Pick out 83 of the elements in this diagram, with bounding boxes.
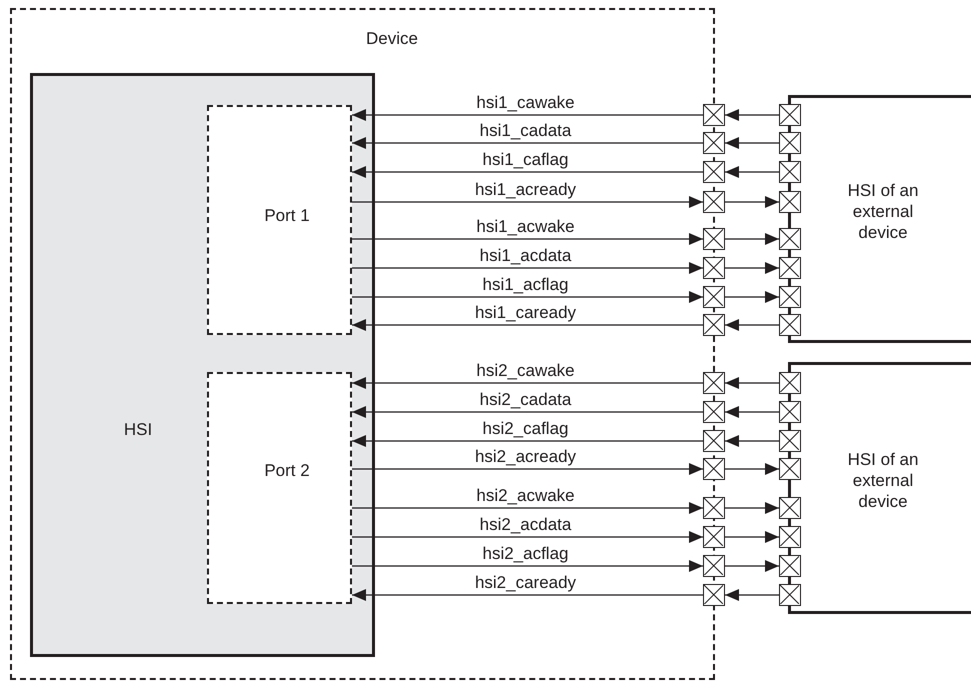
- pad-box: [779, 458, 801, 480]
- pad-box: [703, 497, 725, 519]
- pad-box: [779, 584, 801, 606]
- hsi-label: HSI: [122, 419, 154, 440]
- signal-arrow: [352, 531, 703, 543]
- signal-arrow: [725, 166, 779, 178]
- signal-arrow: [725, 262, 779, 274]
- pad-box: [779, 257, 801, 279]
- pad-box: [779, 497, 801, 519]
- signal-arrow: [352, 262, 703, 274]
- signal-arrow: [352, 377, 703, 389]
- pad-box: [779, 314, 801, 336]
- signal-arrow: [725, 233, 779, 245]
- pad-box: [779, 372, 801, 394]
- hsi-block: [30, 73, 375, 657]
- signal-label: hsi1_acdata: [478, 246, 574, 265]
- pad-box: [703, 430, 725, 452]
- signal-arrow: [352, 589, 703, 601]
- signal-arrow: [725, 589, 779, 601]
- pad-box: [779, 161, 801, 183]
- external-device-box: [788, 362, 971, 614]
- external-device-label: HSI of an external device: [846, 449, 920, 512]
- pad-box: [703, 286, 725, 308]
- pad-box: [779, 104, 801, 126]
- signal-label: hsi1_acflag: [480, 275, 570, 294]
- signal-arrow: [725, 109, 779, 121]
- signal-arrow: [725, 137, 779, 149]
- signal-label: hsi2_acflag: [480, 544, 570, 563]
- signal-arrow: [352, 291, 703, 303]
- signal-label: hsi2_caflag: [480, 419, 570, 438]
- pad-box: [779, 286, 801, 308]
- pad-box: [703, 132, 725, 154]
- signal-label: hsi1_cadata: [478, 121, 574, 140]
- signal-arrow: [352, 463, 703, 475]
- pad-box: [779, 191, 801, 213]
- pad-box: [703, 526, 725, 548]
- pad-box: [703, 555, 725, 577]
- signal-arrow: [725, 531, 779, 543]
- signal-arrow: [352, 233, 703, 245]
- pad-box: [703, 458, 725, 480]
- pad-box: [703, 104, 725, 126]
- pad-box: [779, 228, 801, 250]
- signal-arrow: [725, 319, 779, 331]
- signal-label: hsi2_acdata: [478, 515, 574, 534]
- external-device-box: [788, 95, 971, 343]
- signal-arrow: [352, 196, 703, 208]
- signal-arrow: [352, 406, 703, 418]
- signal-arrow: [352, 109, 703, 121]
- pad-box: [703, 372, 725, 394]
- pad-box: [703, 257, 725, 279]
- signal-arrow: [352, 502, 703, 514]
- signal-arrow: [352, 435, 703, 447]
- pad-box: [703, 314, 725, 336]
- signal-arrow: [725, 291, 779, 303]
- signal-arrow: [725, 502, 779, 514]
- signal-label: hsi2_cadata: [478, 390, 574, 409]
- signal-arrow: [725, 463, 779, 475]
- signal-arrow: [352, 137, 703, 149]
- pad-box: [703, 584, 725, 606]
- external-device-label: HSI of an external device: [846, 180, 920, 243]
- signal-arrow: [352, 319, 703, 331]
- signal-arrow: [725, 560, 779, 572]
- pad-box: [779, 132, 801, 154]
- pad-box: [703, 228, 725, 250]
- pad-box: [703, 161, 725, 183]
- signal-arrow: [725, 377, 779, 389]
- pad-box: [779, 526, 801, 548]
- port-box: [207, 372, 352, 604]
- pad-box: [779, 555, 801, 577]
- signal-arrow: [352, 560, 703, 572]
- pad-box: [703, 401, 725, 423]
- pad-box: [779, 401, 801, 423]
- pad-box: [779, 430, 801, 452]
- signal-arrow: [725, 196, 779, 208]
- device-label: Device: [365, 28, 419, 49]
- port-label: Port 2: [263, 460, 311, 481]
- signal-arrow: [725, 406, 779, 418]
- port-label: Port 1: [263, 205, 311, 226]
- pad-box: [703, 191, 725, 213]
- port-box: [207, 105, 352, 335]
- signal-label: hsi1_caflag: [480, 150, 570, 169]
- signal-arrow: [725, 435, 779, 447]
- signal-arrow: [352, 166, 703, 178]
